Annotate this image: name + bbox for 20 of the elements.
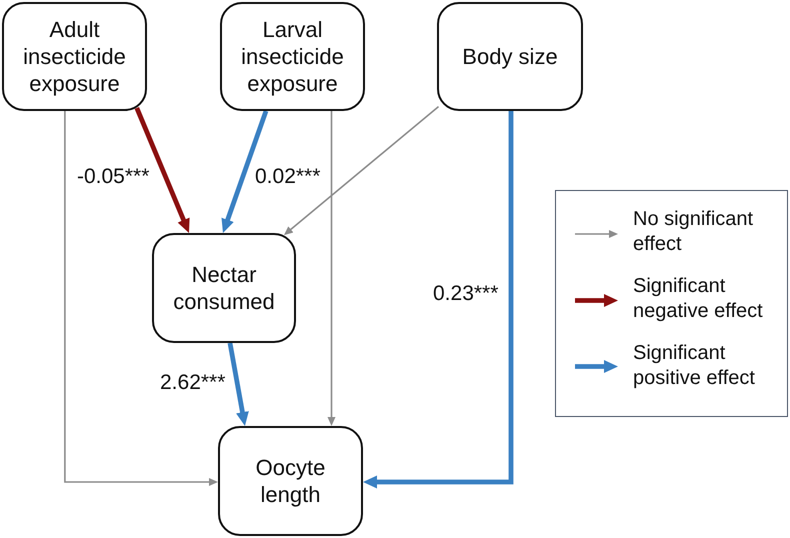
arrow (134, 106, 190, 233)
node-label: Body size (462, 43, 558, 70)
arrow (284, 106, 440, 236)
node-label: Nectar consumed (172, 261, 276, 315)
legend-label: No significant effect (633, 207, 754, 256)
variable-box (2, 2, 147, 111)
arrow (363, 111, 514, 488)
legend-label: Significant positive effect (633, 341, 756, 390)
arrow (228, 342, 249, 426)
arrow (64, 111, 218, 486)
legend-label: Significant negative effect (633, 274, 764, 323)
node-label: Larval insecticide exposure (240, 16, 345, 97)
variable-box (218, 426, 363, 536)
variable-box (437, 2, 583, 111)
node-label: Oocyte length (254, 454, 326, 508)
variable-box (220, 2, 365, 111)
arrow (328, 111, 336, 426)
arrow (222, 110, 268, 233)
node-label: Adult insecticide exposure (22, 16, 127, 97)
variable-box (152, 233, 296, 343)
